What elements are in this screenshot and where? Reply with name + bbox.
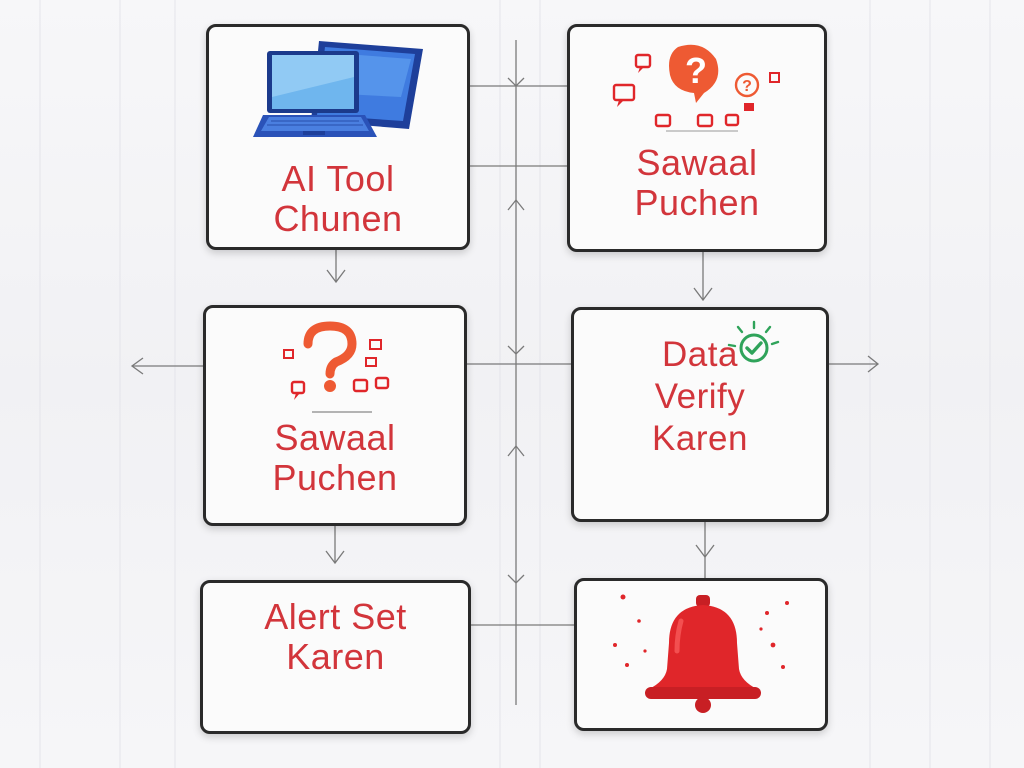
card-label: Alert Set Karen	[264, 596, 407, 677]
bell-icon	[613, 594, 789, 713]
svg-text:?: ?	[742, 78, 752, 95]
check-badge-icon	[727, 320, 780, 363]
card-alert-set-karen: Alert Set Karen	[200, 580, 471, 734]
card-label: Sawaal Puchen	[272, 417, 398, 498]
card-sawaal-puchen-middle: Sawaal Puchen	[203, 305, 467, 526]
card-ai-tool-chunen: AI Tool Chunen	[206, 24, 470, 250]
svg-text:?: ?	[685, 50, 707, 91]
card-label: Sawaal Puchen	[634, 142, 760, 223]
card-label: AI Tool Chunen	[273, 158, 403, 239]
card-bell	[574, 578, 828, 731]
laptop-icon	[253, 41, 423, 137]
card-data-verify-karen: Data Verify Karen	[571, 307, 829, 522]
question-bubbles-icon: ? ?	[612, 44, 780, 132]
card-sawaal-puchen-top: ? ? Sawaal Puchen	[567, 24, 827, 252]
question-bubbles-icon	[283, 321, 390, 413]
card-label: Data Verify Karen	[652, 335, 748, 458]
